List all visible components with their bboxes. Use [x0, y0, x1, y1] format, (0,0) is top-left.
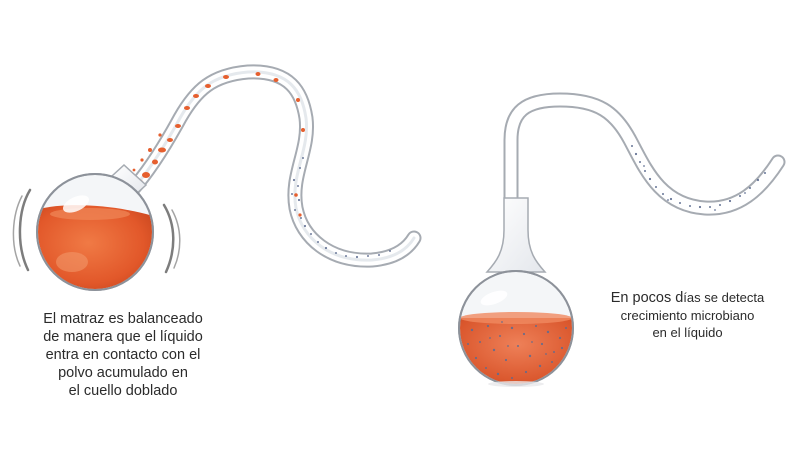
- caption-left-line-4: polvo acumulado en: [58, 365, 188, 381]
- left-flask: [12, 64, 422, 291]
- caption-right-line-1-small: ías se detecta: [683, 290, 765, 305]
- caption-right-line-1: En pocos días se detecta: [585, 289, 790, 307]
- caption-left-line-1: El matraz es balanceado: [43, 311, 203, 327]
- left-neck-liquid-drops: [124, 72, 305, 217]
- right-tube-dust-dots: [631, 145, 766, 211]
- caption-left-line-3: entra en contacto con el: [45, 347, 201, 363]
- right-flask-neck-tube: [503, 92, 786, 216]
- caption-right-line-3: en el líquido: [652, 325, 723, 340]
- left-tube-dust-dots: [291, 157, 391, 259]
- microbial-growth-dots: [467, 321, 567, 379]
- caption-right-line-1-big: En pocos d: [610, 290, 684, 306]
- caption-left-line-5: el cuello doblado: [68, 383, 178, 399]
- caption-right-line-2: crecimiento microbiano: [620, 308, 755, 323]
- caption-right: En pocos días se detecta crecimiento mic…: [585, 289, 790, 341]
- caption-left: El matraz es balanceado de manera que el…: [18, 310, 228, 400]
- left-flask-neck-tube: [124, 64, 422, 268]
- caption-left-line-2: de manera que el líquido: [43, 329, 203, 345]
- right-flask: [458, 92, 786, 387]
- shake-lines: [12, 188, 181, 274]
- left-flask-liquid: [38, 205, 152, 289]
